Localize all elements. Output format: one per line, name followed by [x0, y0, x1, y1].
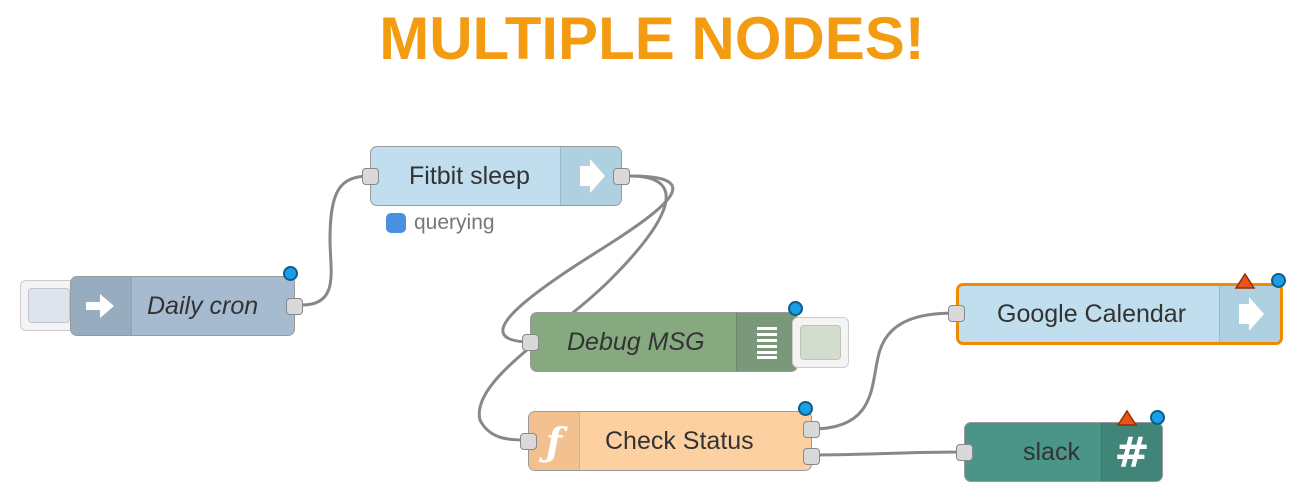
- input-port[interactable]: [956, 444, 973, 461]
- changed-indicator: [1271, 273, 1286, 288]
- node-label: Google Calendar: [997, 299, 1187, 328]
- page-title: MULTIPLE NODES!: [379, 5, 925, 72]
- node-label: Check Status: [605, 426, 754, 455]
- node-slack[interactable]: slack #: [956, 409, 1165, 482]
- debug-toggle-inner: [800, 325, 841, 360]
- input-port[interactable]: [520, 433, 537, 450]
- wire-cron-to-fitbit[interactable]: [301, 174, 371, 307]
- inject-trigger-button[interactable]: [20, 280, 78, 331]
- changed-indicator: [1150, 410, 1165, 425]
- warning-triangle-icon: [1116, 409, 1138, 426]
- output-port[interactable]: [286, 298, 303, 315]
- output-port-1[interactable]: [803, 421, 820, 438]
- node-label: Debug MSG: [567, 327, 705, 356]
- input-port[interactable]: [948, 305, 965, 322]
- input-port[interactable]: [522, 334, 539, 351]
- debug-toggle-button[interactable]: [792, 317, 849, 368]
- wire-check-to-gcal[interactable]: [811, 311, 956, 431]
- output-port-2[interactable]: [803, 448, 820, 465]
- node-google-calendar[interactable]: Google Calendar: [948, 272, 1286, 345]
- inject-trigger-inner: [28, 288, 70, 323]
- status-square-icon: [386, 213, 406, 233]
- changed-indicator: [283, 266, 298, 281]
- wire-check-to-slack[interactable]: [811, 450, 965, 457]
- node-daily-cron[interactable]: Daily cron: [70, 266, 303, 336]
- arrow-out-icon: [560, 147, 621, 205]
- node-debug-msg[interactable]: Debug MSG: [522, 301, 803, 372]
- arrow-out-icon: [1219, 286, 1280, 342]
- node-label: Fitbit sleep: [409, 161, 530, 190]
- status-text: querying: [414, 211, 495, 234]
- node-label: Daily cron: [147, 291, 259, 320]
- list-icon: [736, 313, 797, 371]
- arrow-in-icon: [71, 277, 132, 335]
- wire-fitbit-to-checkstatus[interactable]: [477, 174, 668, 442]
- changed-indicator: [788, 301, 803, 316]
- hash-icon: #: [1101, 423, 1162, 481]
- node-status: querying: [386, 211, 495, 235]
- changed-indicator: [798, 401, 813, 416]
- output-port[interactable]: [613, 168, 630, 185]
- node-check-status[interactable]: ƒ Check Status: [520, 401, 820, 471]
- node-fitbit-sleep[interactable]: Fitbit sleep: [362, 146, 630, 206]
- node-label: slack: [1023, 437, 1080, 466]
- wire-fitbit-to-debug[interactable]: [501, 174, 675, 344]
- function-icon: ƒ: [529, 412, 580, 470]
- warning-triangle-icon: [1234, 272, 1256, 289]
- input-port[interactable]: [362, 168, 379, 185]
